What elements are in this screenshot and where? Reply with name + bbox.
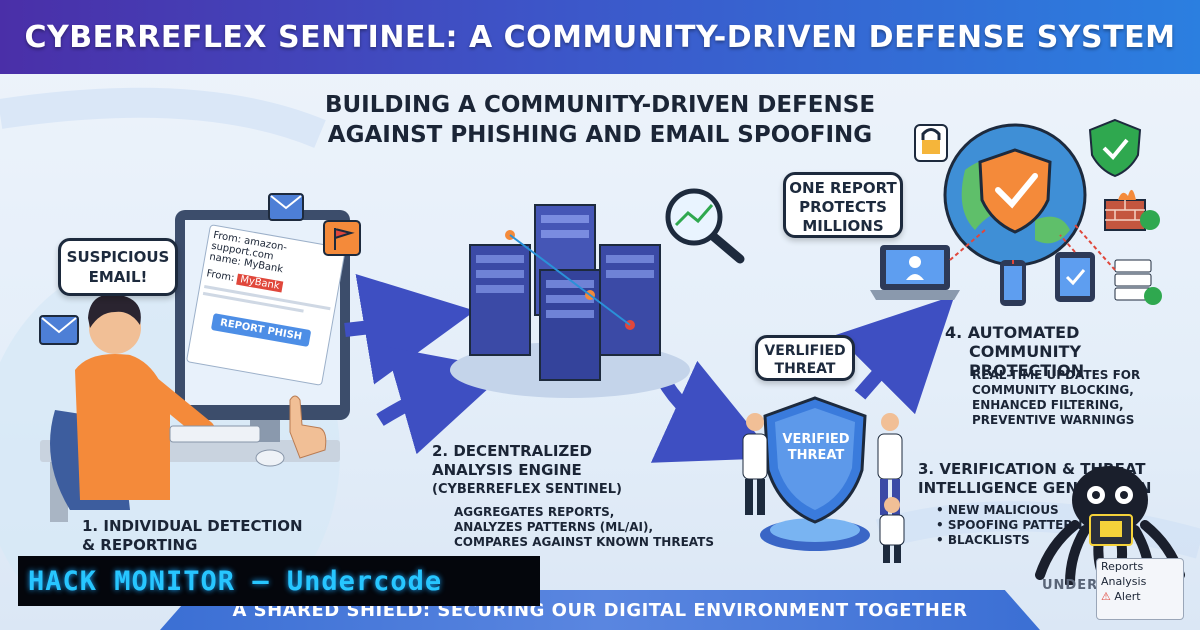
- globe-network-illustration: [870, 118, 1162, 306]
- step-4-title-line-2: COMMUNITY PROTECTION: [969, 342, 1085, 380]
- laptop-icon: [870, 245, 960, 300]
- alert-legend: Reports Analysis ⚠ Alert: [1096, 558, 1184, 620]
- shield-label-line-1: VERIFIED: [782, 432, 850, 447]
- step-1-title-line-2: & REPORTING: [82, 536, 198, 554]
- firewall-icon: [1104, 189, 1160, 231]
- one-report-line-3: MILLIONS: [802, 217, 884, 235]
- envelope-icon: [268, 193, 304, 221]
- legend-item-alert-label: Alert: [1114, 590, 1141, 603]
- warning-icon: ⚠: [1101, 590, 1111, 603]
- step-2-body-line-1: AGGREGATES REPORTS,: [454, 505, 615, 519]
- server-cluster: [450, 204, 690, 398]
- subtitle-line-2: AGAINST PHISHING AND EMAIL SPOOFING: [327, 122, 873, 148]
- step-1-title-line-1: 1. INDIVIDUAL DETECTION: [82, 517, 303, 535]
- step-3-bullet-2: • SPOOFING PATTERNS: [936, 518, 1092, 532]
- one-report-bubble: ONE REPORT PROTECTS MILLIONS: [783, 172, 903, 238]
- subtitle-line-1: BUILDING A COMMUNITY-DRIVEN DEFENSE: [324, 92, 876, 118]
- step-3-bullet-1: • NEW MALICIOUS: [936, 503, 1059, 517]
- subtitle: BUILDING A COMMUNITY-DRIVEN DEFENSE AGAI…: [300, 90, 900, 150]
- legend-item-reports: Reports: [1101, 560, 1144, 573]
- step-2-body: AGGREGATES REPORTS, ANALYZES PATTERNS (M…: [454, 505, 744, 550]
- verified-threat-bubble: VERLIFIED THREAT: [755, 335, 855, 381]
- step-4-title: 4. AUTOMATED COMMUNITY PROTECTION: [945, 323, 1195, 380]
- magnifier-icon: [665, 188, 745, 264]
- legend-item-analysis: Analysis: [1101, 575, 1147, 588]
- shield-label-line-2: THREAT: [787, 448, 845, 463]
- verified-bubble-line-1: VERLIFIED: [764, 343, 846, 359]
- analyst-figure: [877, 413, 903, 515]
- step-3-bullets: • NEW MALICIOUS • SPOOFING PATTERNS • BL…: [936, 503, 1136, 548]
- shield-icon: [760, 396, 870, 551]
- step-2-body-line-3: COMPARES AGAINST KNOWN THREATS: [454, 535, 714, 549]
- flag-icon: [323, 220, 361, 256]
- step-4-body-line-1: REAL-TIME UPDATES FOR: [972, 368, 1141, 382]
- step-4-body-line-4: PREVENTIVE WARNINGS: [972, 413, 1135, 427]
- step-2-title: 2. DECENTRALIZED ANALYSIS ENGINE (CYBERR…: [432, 442, 712, 499]
- step-2-title-line-1: 2. DECENTRALIZED: [432, 442, 592, 460]
- analyst-figure: [879, 497, 905, 563]
- step-2-title-line-2: ANALYSIS ENGINE: [432, 461, 582, 479]
- step-4-title-line-1: 4. AUTOMATED: [945, 323, 1080, 342]
- step-2-body-line-2: ANALYZES PATTERNS (ML/AI),: [454, 520, 654, 534]
- tablet-icon: [1055, 252, 1095, 302]
- legend-item-alert: ⚠ Alert: [1097, 589, 1183, 604]
- suspicious-email-bubble: SUSPICIOUS EMAIL!: [58, 238, 178, 296]
- step-2-title-line-3: (CYBERREFLEX SENTINEL): [432, 482, 622, 497]
- watermark-text: HACK MONITOR – Undercode: [28, 565, 443, 597]
- verified-bubble-line-2: THREAT: [774, 361, 836, 377]
- server-icon: [469, 244, 531, 356]
- shield-label: VERIFIED THREAT: [780, 432, 852, 464]
- envelope-icon: [39, 315, 79, 345]
- one-report-line-2: PROTECTS: [799, 198, 887, 216]
- page-title: CYBERREFLEX SENTINEL: A COMMUNITY-DRIVEN…: [24, 19, 1176, 55]
- server-icon: [1114, 259, 1162, 305]
- header-bar: CYBERREFLEX SENTINEL: A COMMUNITY-DRIVEN…: [0, 0, 1200, 74]
- lock-icon: [914, 124, 948, 162]
- shield-check-icon: [1088, 118, 1142, 178]
- phone-icon: [1000, 260, 1026, 306]
- step-4-body: REAL-TIME UPDATES FOR COMMUNITY BLOCKING…: [972, 368, 1192, 428]
- step-4-body-line-2: COMMUNITY BLOCKING,: [972, 383, 1134, 397]
- step-3-bullet-3: • BLACKLISTS: [936, 533, 1030, 547]
- one-report-line-1: ONE REPORT: [789, 179, 897, 197]
- step-4-body-line-3: ENHANCED FILTERING,: [972, 398, 1124, 412]
- octopus-logo-icon: [1035, 466, 1185, 585]
- step-1-title: 1. INDIVIDUAL DETECTION & REPORTING: [82, 517, 342, 555]
- analyst-figure: [742, 413, 768, 515]
- watermark-overlay: HACK MONITOR – Undercode: [18, 556, 540, 606]
